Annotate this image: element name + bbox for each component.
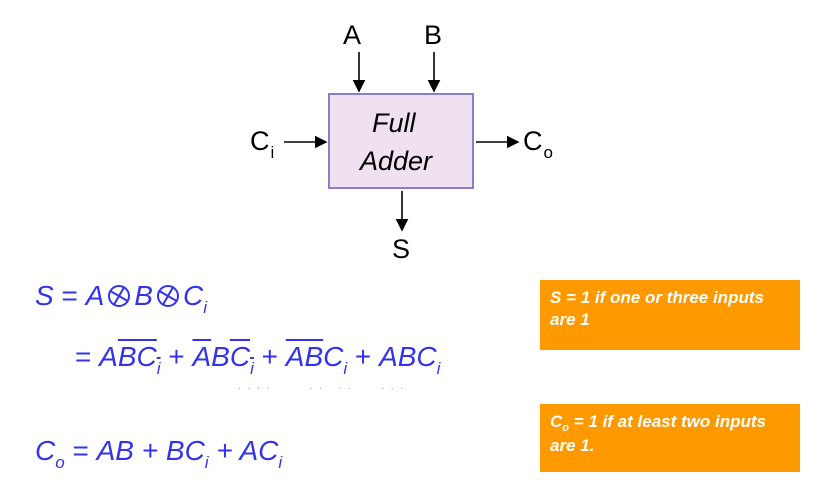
carry-equation: Co = AB + BCi + ACi: [35, 435, 283, 472]
carry-in-label: Ci: [250, 126, 275, 162]
carry-note: Co = 1 if at least two inputs are 1.: [540, 404, 800, 472]
xor-icon: [108, 285, 131, 307]
full-adder-block: [328, 93, 474, 189]
diagram-arrows: [284, 52, 520, 232]
carry-out-label: Co: [523, 126, 553, 162]
sum-expansion: = ABCi + ABCi + ABCi + ABCi: [75, 341, 441, 378]
input-a-label: A: [343, 20, 362, 50]
sum-note: S = 1 if one or three inputs are 1: [540, 280, 800, 350]
sum-output-label: S: [392, 234, 411, 264]
block-label-full: Full: [372, 108, 416, 138]
decorative-dots: . . . . . . . . . . .: [238, 381, 406, 392]
full-adder-diagram: Full Adder A B Ci Co S: [250, 20, 553, 264]
block-label-adder: Adder: [360, 146, 433, 176]
input-b-label: B: [424, 20, 443, 50]
xor-icon: [156, 285, 179, 307]
